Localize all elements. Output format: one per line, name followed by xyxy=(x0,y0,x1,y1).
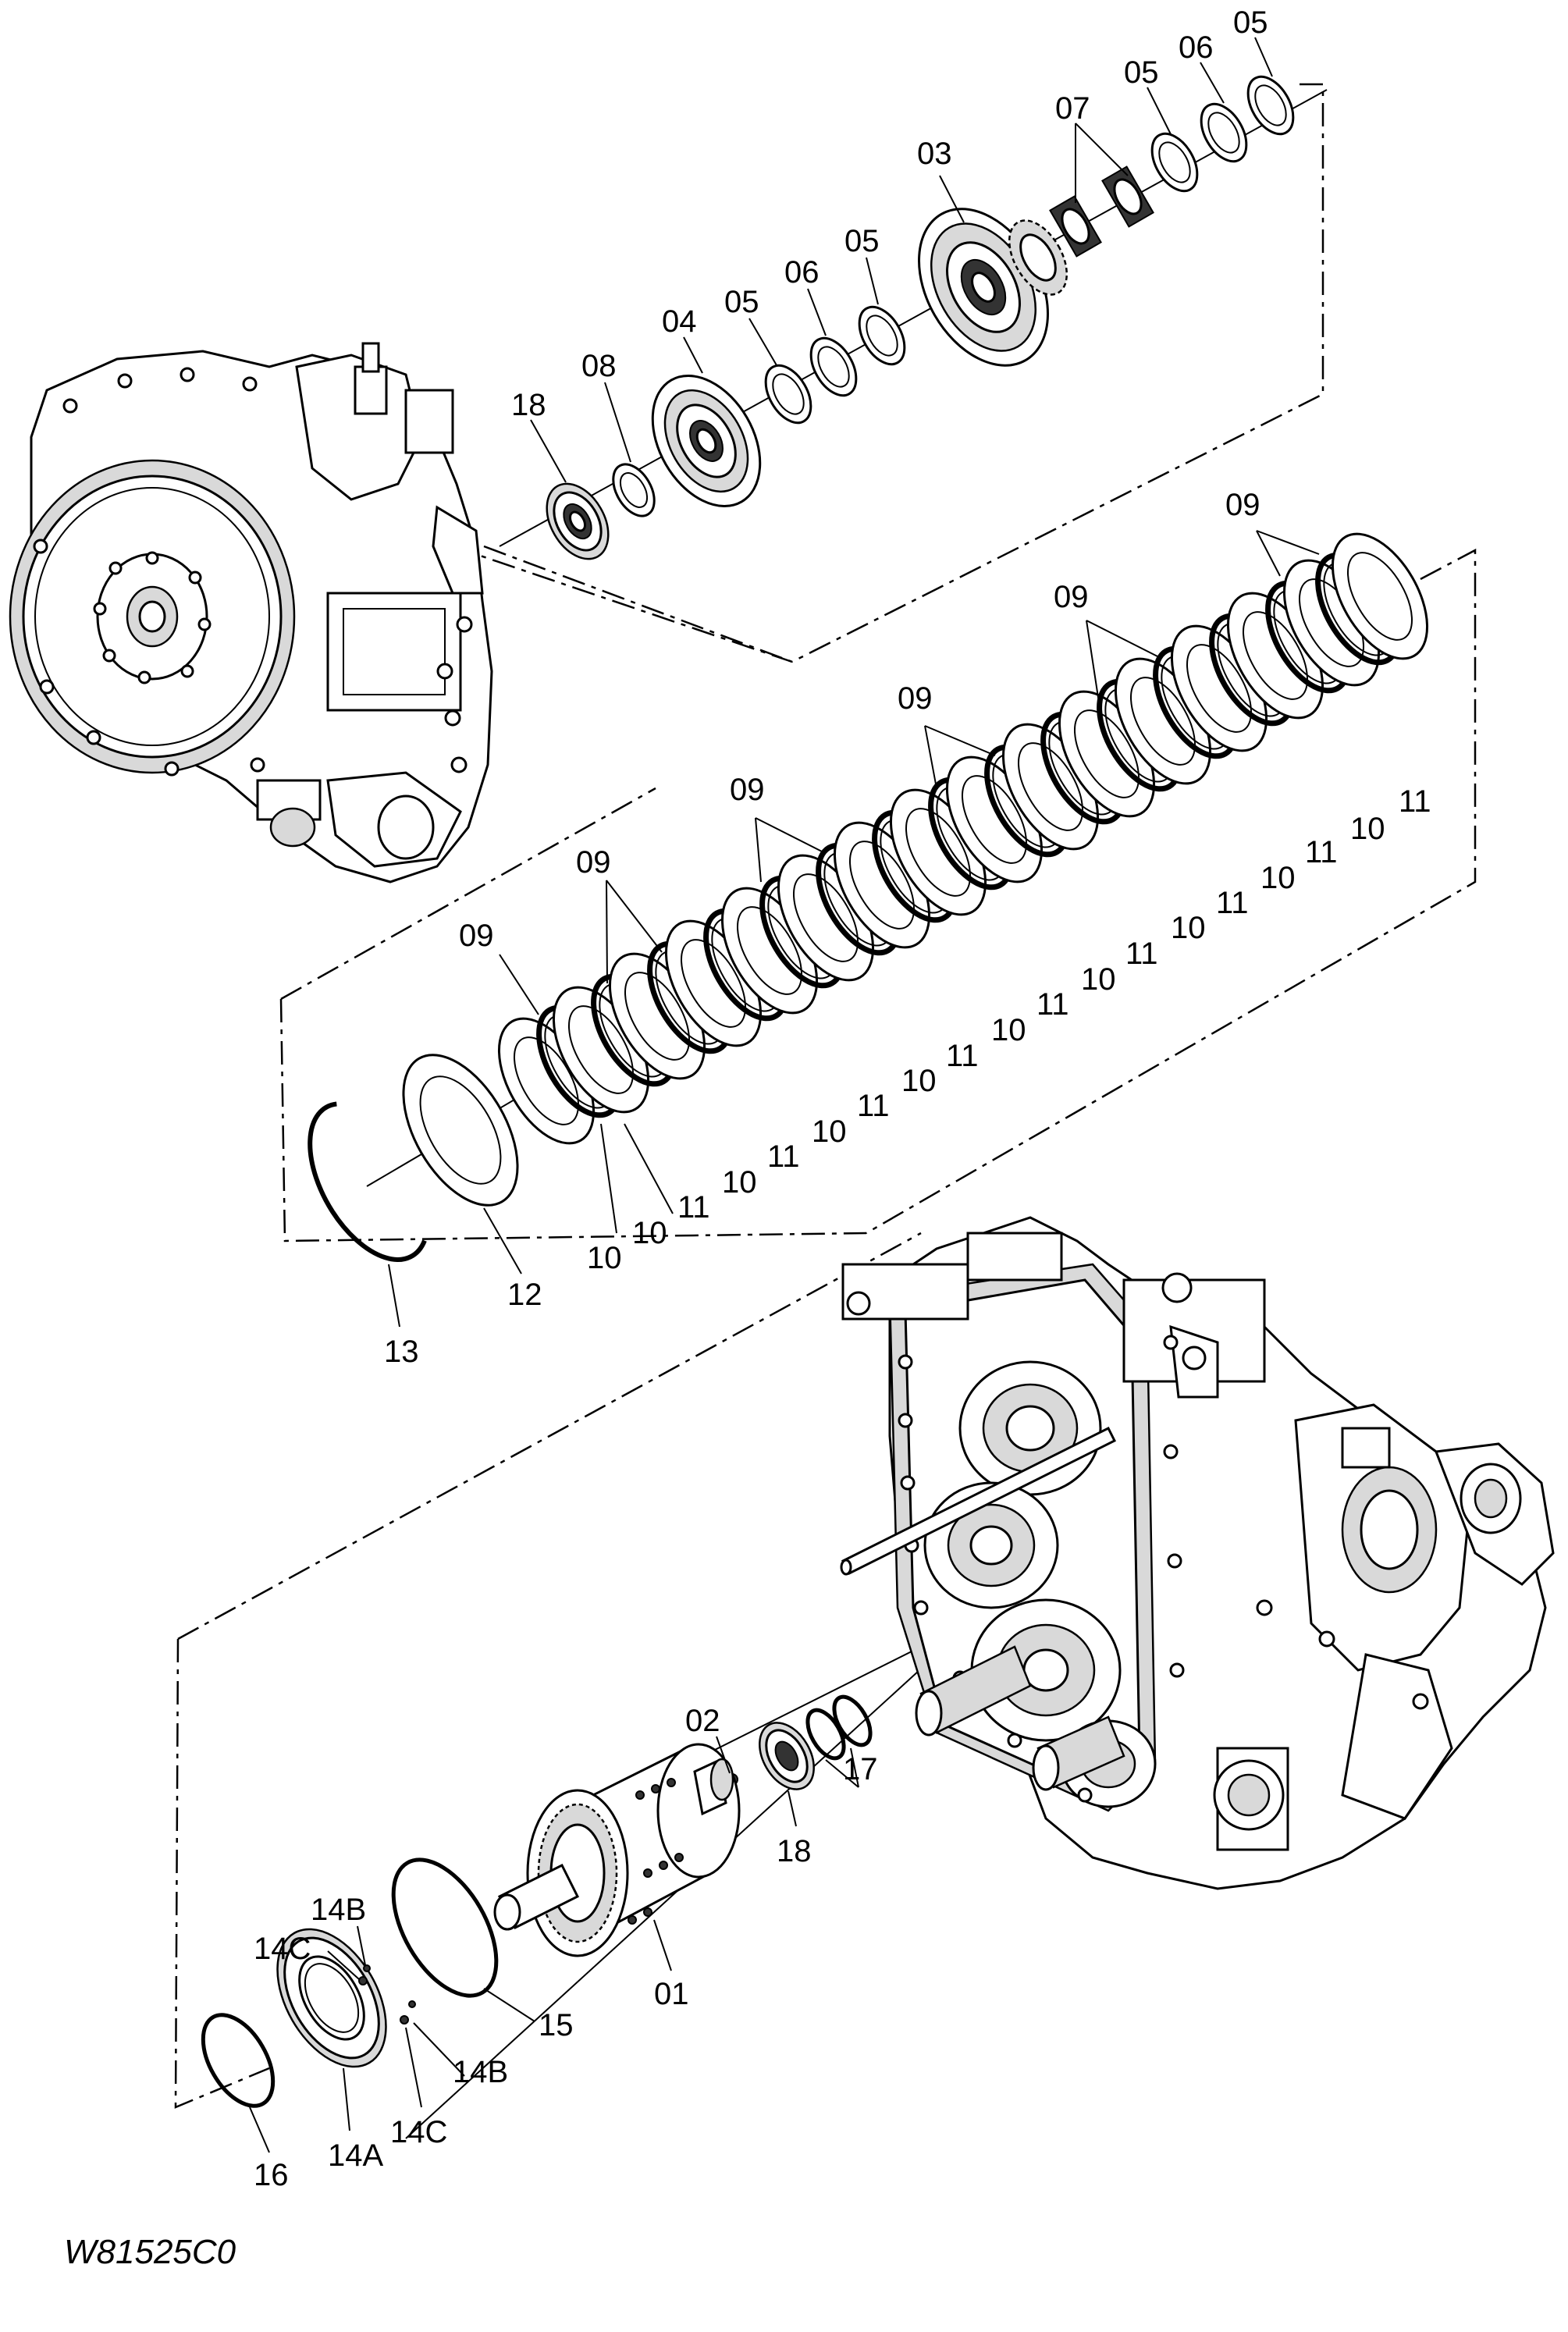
callout-01: 01 xyxy=(654,1977,689,2011)
callout-14a: 14A xyxy=(328,2138,383,2173)
callout-03: 03 xyxy=(917,137,952,171)
needle-bearing-07-b xyxy=(1101,165,1154,228)
washer-05-d xyxy=(1246,75,1295,136)
callout-11-r2: 11 xyxy=(1305,835,1338,869)
callout-14b-top: 14B xyxy=(311,1893,366,1927)
callout-06-b: 06 xyxy=(1179,30,1214,65)
callout-17: 17 xyxy=(843,1752,878,1786)
leader-lines xyxy=(249,37,1320,2153)
callout-09-d: 09 xyxy=(898,681,933,716)
washer-05-a xyxy=(764,364,812,425)
bearing-18-top xyxy=(546,482,610,560)
o-ring-16 xyxy=(201,2013,276,2108)
washer-05-b xyxy=(858,305,906,366)
callout-14c-bottom: 14C xyxy=(390,2115,447,2149)
callout-10-r7: 10 xyxy=(812,1114,847,1149)
callout-05-c: 05 xyxy=(1124,55,1159,90)
callout-10-r5: 10 xyxy=(991,1013,1026,1047)
clutch-drum-01 xyxy=(493,1743,741,1957)
callout-18-top: 18 xyxy=(511,388,546,422)
callout-05-b: 05 xyxy=(844,224,880,258)
flange-bolt-circle xyxy=(93,551,212,684)
callout-09-b: 09 xyxy=(576,845,611,880)
callout-16: 16 xyxy=(254,2158,289,2192)
washer-06-a xyxy=(809,336,858,397)
callout-14c-top: 14C xyxy=(254,1932,311,1966)
callout-09-a: 09 xyxy=(459,919,494,953)
callout-11-r6: 11 xyxy=(946,1039,979,1073)
callout-10-r1: 10 xyxy=(1350,812,1385,846)
ball-14c xyxy=(358,1976,409,2025)
callout-11-r8: 11 xyxy=(767,1139,800,1174)
callout-labels: 05 06 05 07 03 05 06 05 04 08 18 09 09 0… xyxy=(64,5,1431,2271)
perimeter-bolts xyxy=(33,367,265,777)
callout-08: 08 xyxy=(581,349,617,383)
washer-08 xyxy=(612,463,656,517)
end-plate-12 xyxy=(402,1054,519,1207)
callout-10-r3: 10 xyxy=(1171,911,1206,945)
callout-15: 15 xyxy=(539,2008,574,2042)
transmission-case-lower xyxy=(840,1216,1555,1890)
needle-bearing-07-a xyxy=(1049,195,1102,258)
spring-14b xyxy=(363,1964,416,2008)
seal-ring-15 xyxy=(391,1857,499,1998)
bearing-18-bottom xyxy=(759,1722,815,1790)
callout-02: 02 xyxy=(685,1704,720,1738)
washer-06-b xyxy=(1200,102,1248,163)
snap-ring-13 xyxy=(308,1101,427,1262)
callout-06-a: 06 xyxy=(784,255,820,290)
callout-11-r4: 11 xyxy=(1125,937,1158,971)
callout-10-r4: 10 xyxy=(1081,962,1116,997)
callout-11-r3: 11 xyxy=(1216,886,1249,920)
callout-05-a: 05 xyxy=(724,285,759,319)
washer-05-c xyxy=(1150,132,1199,193)
output-shaft-splined xyxy=(915,1645,1125,1791)
callout-10-r9: 10 xyxy=(632,1216,667,1250)
callout-10-r10: 10 xyxy=(587,1241,622,1275)
callout-07: 07 xyxy=(1055,91,1090,126)
callout-12: 12 xyxy=(507,1278,542,1312)
callout-05-d: 05 xyxy=(1233,5,1268,40)
callout-11-r1: 11 xyxy=(1399,784,1431,819)
callout-11-r5: 11 xyxy=(1036,987,1069,1022)
drawing-code: W81525C0 xyxy=(64,2233,236,2271)
protruding-shaft xyxy=(840,1426,1117,1576)
callout-04: 04 xyxy=(662,304,697,339)
o-rings-17 xyxy=(805,1694,873,1761)
callout-10-r6: 10 xyxy=(901,1064,937,1098)
callout-10-r2: 10 xyxy=(1260,861,1296,895)
callout-11-r7: 11 xyxy=(857,1089,890,1123)
bearing-04 xyxy=(651,374,762,508)
callout-14b-bottom: 14B xyxy=(453,2055,508,2089)
callout-13: 13 xyxy=(384,1335,419,1369)
piston-14a xyxy=(276,1928,387,2068)
gear-03 xyxy=(918,208,1068,367)
callout-10-r8: 10 xyxy=(722,1165,757,1200)
callout-18-bottom: 18 xyxy=(777,1834,812,1868)
boundary-lines xyxy=(174,83,1477,2109)
callout-09-f: 09 xyxy=(1225,488,1260,522)
callout-11-r9: 11 xyxy=(677,1190,710,1225)
callout-09-e: 09 xyxy=(1054,580,1089,614)
callout-09-c: 09 xyxy=(730,773,765,807)
transmission-housing-top xyxy=(9,342,493,883)
